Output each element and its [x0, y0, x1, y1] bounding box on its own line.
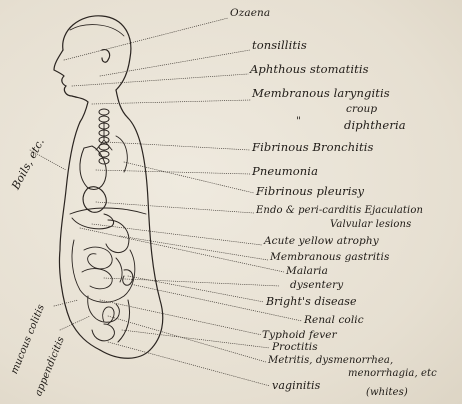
label-malaria: Malaria: [286, 266, 328, 277]
front-outline: [59, 122, 100, 350]
face-profile: [54, 50, 88, 102]
label-aphthous-stomatitis: Aphthous stomatitis: [250, 64, 369, 76]
leader-aphthous: [72, 74, 248, 86]
label-renal-colic: Renal colic: [304, 315, 364, 326]
pleura: [116, 136, 127, 172]
label-diphtheria: diphtheria: [344, 120, 406, 132]
label-membranous-laryngitis: Membranous laryngitis: [252, 88, 390, 100]
diaphragm: [70, 208, 146, 214]
neck-front: [80, 102, 88, 122]
label-typhoid-fever: Typhoid fever: [262, 330, 337, 341]
label-proctitis: Proctitis: [272, 342, 318, 353]
leader-laryngitis: [92, 100, 250, 104]
leader-atrophy: [92, 224, 262, 245]
leader-carditis: [96, 202, 254, 213]
label-acute-yellow-atrophy: Acute yellow atrophy: [264, 236, 379, 247]
intestines: [72, 240, 135, 322]
lung: [80, 146, 106, 190]
liver: [72, 214, 114, 229]
label-pneumonia: Pneumonia: [252, 166, 318, 178]
back-outline: [128, 118, 163, 350]
bronchi: [96, 122, 112, 150]
neck-back: [116, 90, 128, 118]
leader-mucous-colitis: [54, 300, 78, 306]
label-vaginitis: vaginitis: [272, 380, 320, 391]
label-endo-pericarditis: Endo & peri-carditis Ejaculation: [256, 206, 423, 216]
label-menorrhagia: menorrhagia, etc: [348, 369, 437, 379]
label-dysentery: dysentery: [290, 280, 343, 291]
label-fibrinous-bronchitis: Fibrinous Bronchitis: [252, 142, 374, 154]
ear: [102, 50, 110, 63]
leader-bronchitis: [106, 142, 250, 150]
hair-line: [70, 25, 124, 36]
leader-proctitis: [122, 330, 270, 348]
leader-vaginitis: [108, 342, 270, 386]
leader-metritis: [108, 316, 266, 362]
label-fibrinous-pleurisy: Fibrinous pleurisy: [256, 186, 364, 198]
leader-tonsillitis: [100, 50, 250, 76]
label-whites: (whites): [366, 388, 408, 398]
leader-typhoid: [100, 300, 262, 335]
label-brights-disease: Bright's disease: [266, 296, 357, 307]
label-croup: croup: [346, 104, 377, 115]
leader-gastritis: [120, 236, 268, 260]
label-ditto-mark: ": [296, 116, 301, 127]
label-valvular-lesions: Valvular lesions: [330, 220, 411, 230]
bladder: [92, 324, 114, 341]
label-ozaena: Ozaena: [230, 8, 270, 19]
rectum: [118, 300, 130, 342]
label-membranous-gastritis: Membranous gastritis: [270, 252, 389, 263]
kidney: [123, 270, 133, 286]
leader-pleurisy: [124, 162, 254, 193]
head-outline: [63, 16, 131, 90]
label-tonsillitis: tonsillitis: [252, 40, 307, 52]
label-metritis: Metritis, dysmenorrhea,: [268, 356, 393, 366]
leader-dysentery: [104, 278, 280, 286]
